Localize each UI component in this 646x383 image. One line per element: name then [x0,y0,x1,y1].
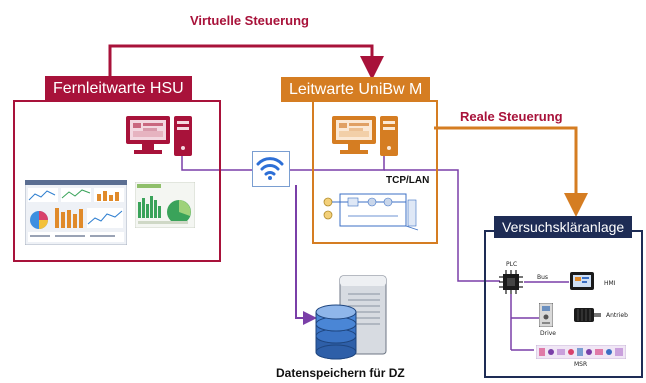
plc-chip-icon [499,270,523,294]
drive-icon [539,303,553,327]
bus-label: Bus [537,274,549,281]
plc-label: PLC [506,261,518,268]
data-storage-label: Datenspeichern für DZ [276,366,405,380]
plant-wiring [510,281,569,351]
wifi-icon [256,157,284,180]
msr-instruments [536,345,626,359]
virtual-control-arrow [108,44,384,80]
tcp-lan-label: TCP/LAN [386,175,430,186]
process-schematic [323,193,419,231]
real-control-label: Reale Steuerung [460,109,563,124]
hmi-label: HMI [604,280,616,287]
remote-station-title: Fernleitwarte HSU [45,76,192,101]
remote-station-box [13,100,221,262]
drive-label: Drive [540,330,556,337]
wifi-box [252,151,290,187]
hmi-panel-icon [570,272,594,290]
desktop-pc-icon [332,116,398,156]
motor-icon [574,308,601,322]
antrieb-label: Antrieb [606,312,628,319]
database-server-icon [315,275,387,360]
msr-label: MSR [574,361,588,368]
control-room-title: Leitwarte UniBw M [281,77,431,102]
link-wifi-db [295,185,317,325]
link-pc-wifi [181,155,253,171]
analytics-thumbnail [135,182,195,228]
test-plant-title: Versuchskläranlage [494,216,633,238]
desktop-pc-icon [126,116,192,156]
dashboard-thumbnail [25,180,127,245]
real-control-arrow [434,126,588,217]
virtual-control-label: Virtuelle Steuerung [190,13,309,28]
link-to-plant [384,169,500,282]
